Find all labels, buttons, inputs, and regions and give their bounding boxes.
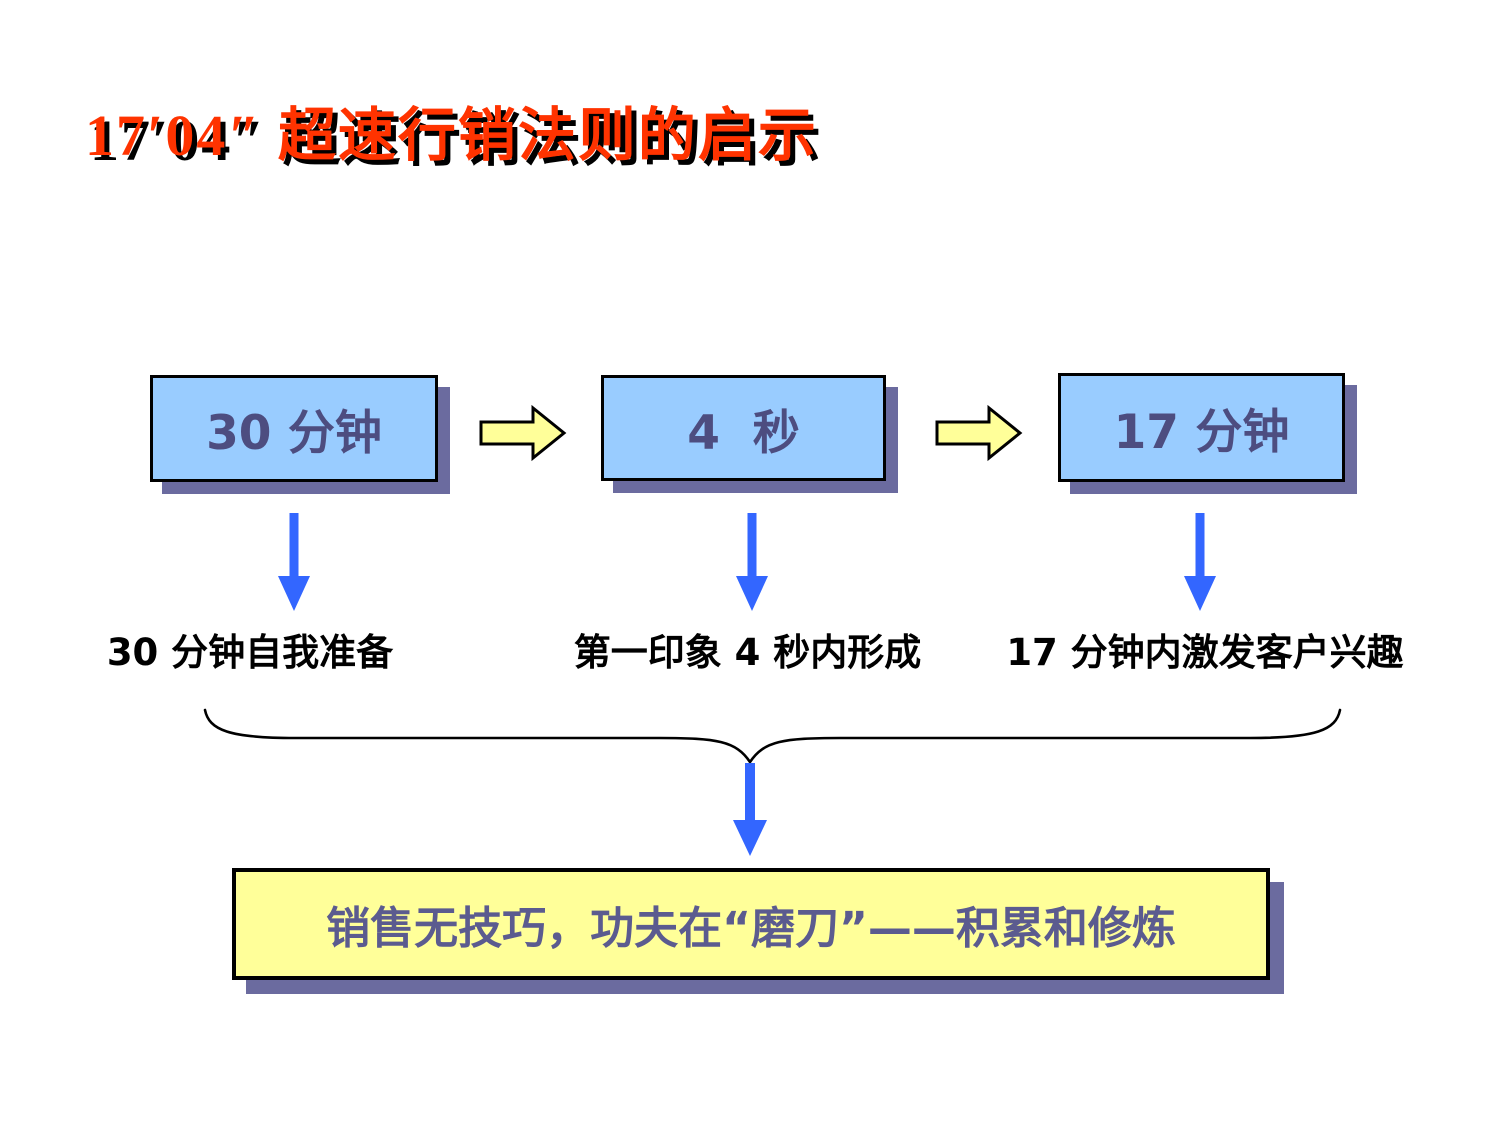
down-arrow-icon: [278, 513, 310, 611]
brace-connector: [203, 708, 1342, 765]
caption-4sec: 第一印象 4 秒内形成: [573, 631, 922, 674]
page-title: 17′04″ 超速行销法则的启示: [85, 103, 818, 168]
step-box-30min-label: 30 分钟: [206, 406, 382, 461]
down-arrow-icon: [1184, 513, 1216, 611]
conclusion-text: 销售无技巧，功夫在“磨刀”——积累和修炼: [326, 903, 1176, 954]
step-box-4sec: 4 秒: [601, 375, 886, 481]
step-box-4sec-label: 4 秒: [687, 405, 800, 461]
step-box-17min-label: 17 分钟: [1113, 405, 1290, 460]
conclusion-box: 销售无技巧，功夫在“磨刀”——积累和修炼: [232, 868, 1270, 980]
right-arrow-icon: [935, 404, 1023, 462]
caption-30min: 30 分钟自我准备: [106, 631, 394, 674]
right-arrow-icon: [479, 404, 567, 462]
down-arrow-icon: [736, 513, 768, 611]
caption-17min: 17 分钟内激发客户兴趣: [1006, 631, 1404, 674]
down-arrow-icon: [733, 763, 767, 856]
step-box-30min: 30 分钟: [150, 375, 438, 482]
step-box-17min: 17 分钟: [1058, 373, 1345, 482]
